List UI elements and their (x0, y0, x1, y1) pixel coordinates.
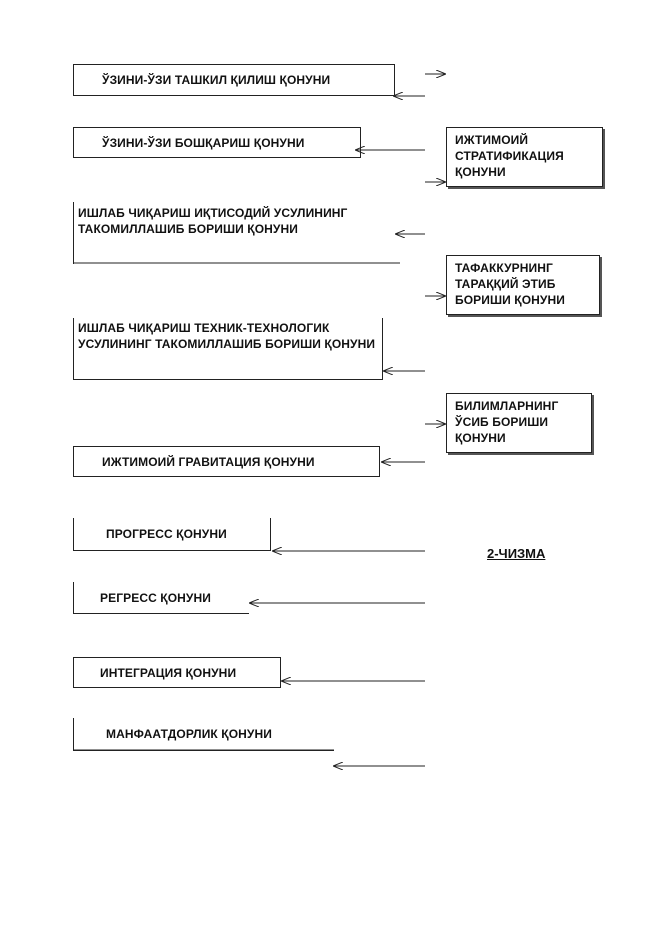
law-social-stratification: ИЖТИМОИЙ СТРАТИФИКАЦИЯ ҚОНУНИ (446, 127, 603, 187)
law-label: БИЛИМЛАРНИНГ ЎСИБ БОРИШИ ҚОНУНИ (455, 399, 559, 445)
law-economic-method: ИШЛАБ ЧИҚАРИШ ИҚТИСОДИЙ УСУЛИНИНГ ТАКОМИ… (73, 202, 383, 264)
law-label: ИЖТИМОИЙ ГРАВИТАЦИЯ ҚОНУНИ (102, 454, 315, 469)
law-label: РЕГРЕСС ҚОНУНИ (100, 590, 211, 605)
law-label: ИШЛАБ ЧИҚАРИШ ИҚТИСОДИЙ УСУЛИНИНГ ТАКОМИ… (78, 206, 348, 236)
law-progress: ПРОГРЕСС ҚОНУНИ (73, 518, 271, 551)
law-knowledge-growth: БИЛИМЛАРНИНГ ЎСИБ БОРИШИ ҚОНУНИ (446, 393, 592, 453)
law-social-gravitation: ИЖТИМОИЙ ГРАВИТАЦИЯ ҚОНУНИ (73, 446, 380, 477)
law-integration: ИНТЕГРАЦИЯ ҚОНУНИ (73, 657, 281, 688)
law-self-organization: ЎЗИНИ-ЎЗИ ТАШКИЛ ҚИЛИШ ҚОНУНИ (73, 64, 395, 96)
law-label: ПРОГРЕСС ҚОНУНИ (106, 527, 227, 541)
law-label: ИЖТИМОИЙ СТРАТИФИКАЦИЯ ҚОНУНИ (455, 133, 564, 179)
law-self-management: ЎЗИНИ-ЎЗИ БОШҚАРИШ ҚОНУНИ (73, 127, 361, 158)
law-label: ИНТЕГРАЦИЯ ҚОНУНИ (100, 665, 237, 680)
figure-caption: 2-ЧИЗМА (487, 546, 546, 561)
law-label: ТАФАККУРНИНГ ТАРАҚҚИЙ ЭТИБ БОРИШИ ҚОНУНИ (455, 261, 565, 307)
law-technical-method: ИШЛАБ ЧИҚАРИШ ТЕХНИК-ТЕХНОЛОГИК УСУЛИНИН… (73, 318, 383, 380)
law-label: МАНФААТДОРЛИК ҚОНУНИ (106, 727, 272, 741)
law-regress: РЕГРЕСС ҚОНУНИ (73, 582, 249, 614)
law-label: ЎЗИНИ-ЎЗИ БОШҚАРИШ ҚОНУНИ (102, 135, 305, 150)
law-label: ЎЗИНИ-ЎЗИ ТАШКИЛ ҚИЛИШ ҚОНУНИ (102, 73, 331, 87)
law-label: ИШЛАБ ЧИҚАРИШ ТЕХНИК-ТЕХНОЛОГИК УСУЛИНИН… (78, 321, 376, 351)
law-interest: МАНФААТДОРЛИК ҚОНУНИ (73, 718, 334, 751)
law-thinking-development: ТАФАККУРНИНГ ТАРАҚҚИЙ ЭТИБ БОРИШИ ҚОНУНИ (446, 255, 600, 315)
